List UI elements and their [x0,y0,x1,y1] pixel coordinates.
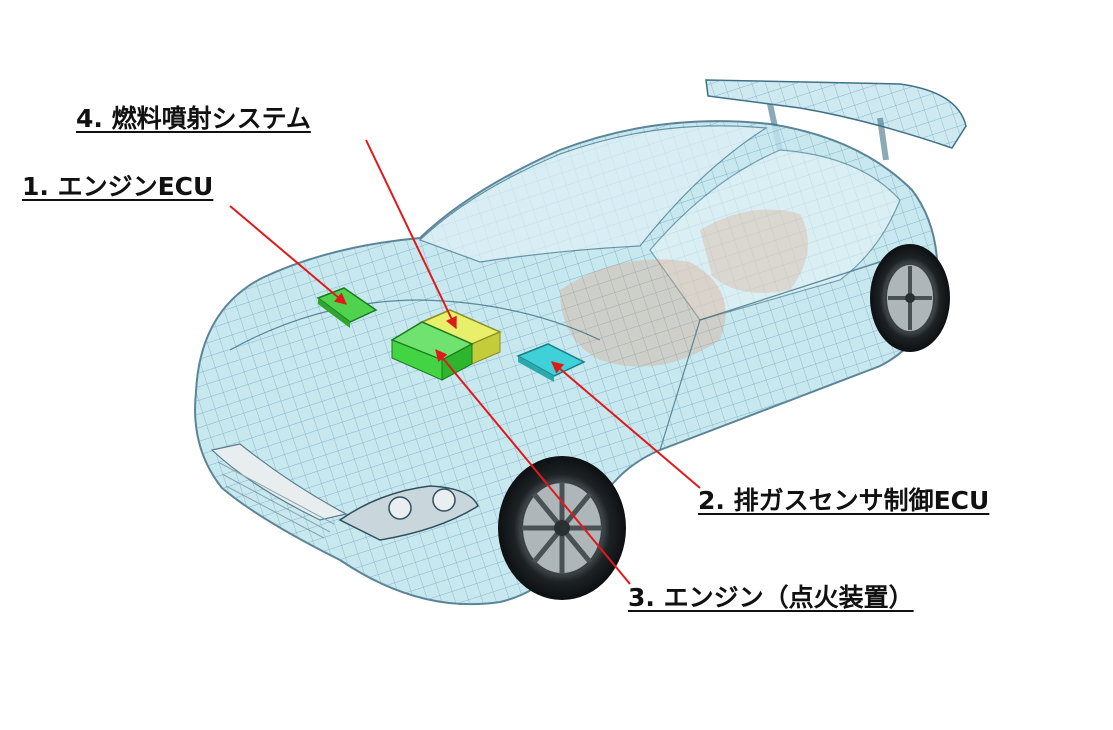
label-engine-ignition: 3. エンジン（点火装置） [628,583,914,612]
rear-spoiler [705,79,967,161]
front-grille [210,443,348,539]
label-exhaust-sensor-ecu: 2. 排ガスセンサ制御ECU [698,486,990,515]
exhaust-sensor-ecu-box [516,343,586,382]
rear-wheel [870,244,950,352]
arrow-exhaust-sensor-ecu [551,361,701,489]
label-fuel-injection: 4. 燃料噴射システム [76,104,311,133]
label-engine-ecu: 1. エンジンECU [22,172,214,201]
arrow-engine-ecu [229,205,347,305]
engine-box [390,321,474,381]
headlight [338,485,479,541]
engine-ecu-box [316,287,378,328]
arrow-fuel-injection [365,139,457,330]
arrow-engine-ignition [435,349,631,585]
front-wheel [498,456,626,600]
